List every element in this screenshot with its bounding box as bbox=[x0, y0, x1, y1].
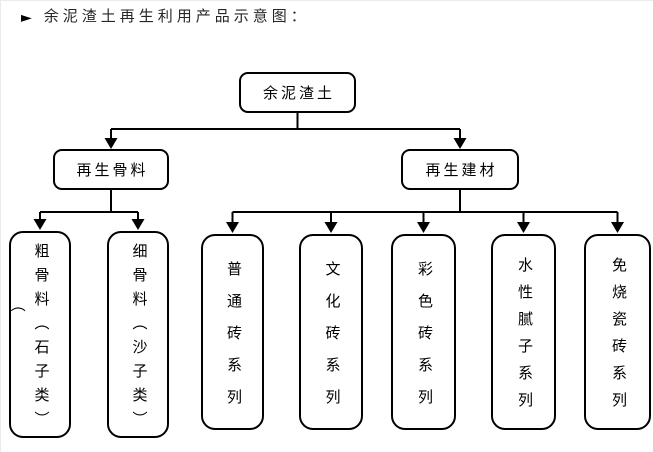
node-unfired-tile-series: 免烧瓷砖系列 bbox=[584, 234, 651, 430]
node-recycled-aggregate: 再生骨料 bbox=[53, 149, 169, 190]
node-fine-aggregate: 细骨料（沙子类） bbox=[107, 231, 169, 438]
node-root: 余泥渣土 bbox=[239, 72, 356, 113]
arrowhead bbox=[417, 222, 430, 233]
arrowhead bbox=[104, 138, 118, 149]
arrowhead bbox=[611, 222, 624, 233]
node-ordinary-brick-series: 普通砖系列 bbox=[201, 234, 264, 430]
node-culture-brick-series: 文化砖系列 bbox=[299, 234, 363, 430]
node-colored-brick-series-label: 彩色砖系列 bbox=[416, 260, 432, 421]
node-colored-brick-series: 彩色砖系列 bbox=[391, 234, 456, 430]
arrowhead bbox=[131, 219, 145, 230]
diagram-title: ► 余泥渣土再生利用产品示意图： bbox=[21, 7, 310, 28]
arrowhead bbox=[324, 222, 338, 233]
node-recycled-building-material: 再生建材 bbox=[401, 149, 519, 190]
node-coarse-aggregate-label: 粗骨料（石子类） bbox=[32, 243, 49, 435]
node-root-label: 余泥渣土 bbox=[262, 86, 335, 102]
arrowhead bbox=[33, 219, 47, 230]
stray-paren-glyph: （ bbox=[8, 296, 25, 312]
node-culture-brick-series-label: 文化砖系列 bbox=[323, 260, 340, 421]
node-ordinary-brick-series-label: 普通砖系列 bbox=[225, 260, 241, 421]
triangle-bullet-icon: ► bbox=[21, 9, 32, 26]
arrowhead bbox=[226, 222, 239, 233]
title-text: 余泥渣土再生利用产品示意图： bbox=[43, 9, 310, 25]
node-recycled-building-material-label: 再生建材 bbox=[425, 163, 498, 179]
arrowhead bbox=[453, 138, 467, 149]
node-unfired-tile-series-label: 免烧瓷砖系列 bbox=[610, 257, 626, 419]
node-coarse-aggregate: 粗骨料（石子类） bbox=[9, 231, 71, 438]
node-recycled-aggregate-label: 再生骨料 bbox=[76, 163, 149, 179]
arrowhead bbox=[517, 222, 530, 233]
node-water-based-putty-series: 水性腻子系列 bbox=[491, 234, 556, 430]
node-fine-aggregate-label: 细骨料（沙子类） bbox=[130, 243, 147, 435]
node-water-based-putty-series-label: 水性腻子系列 bbox=[516, 257, 532, 419]
